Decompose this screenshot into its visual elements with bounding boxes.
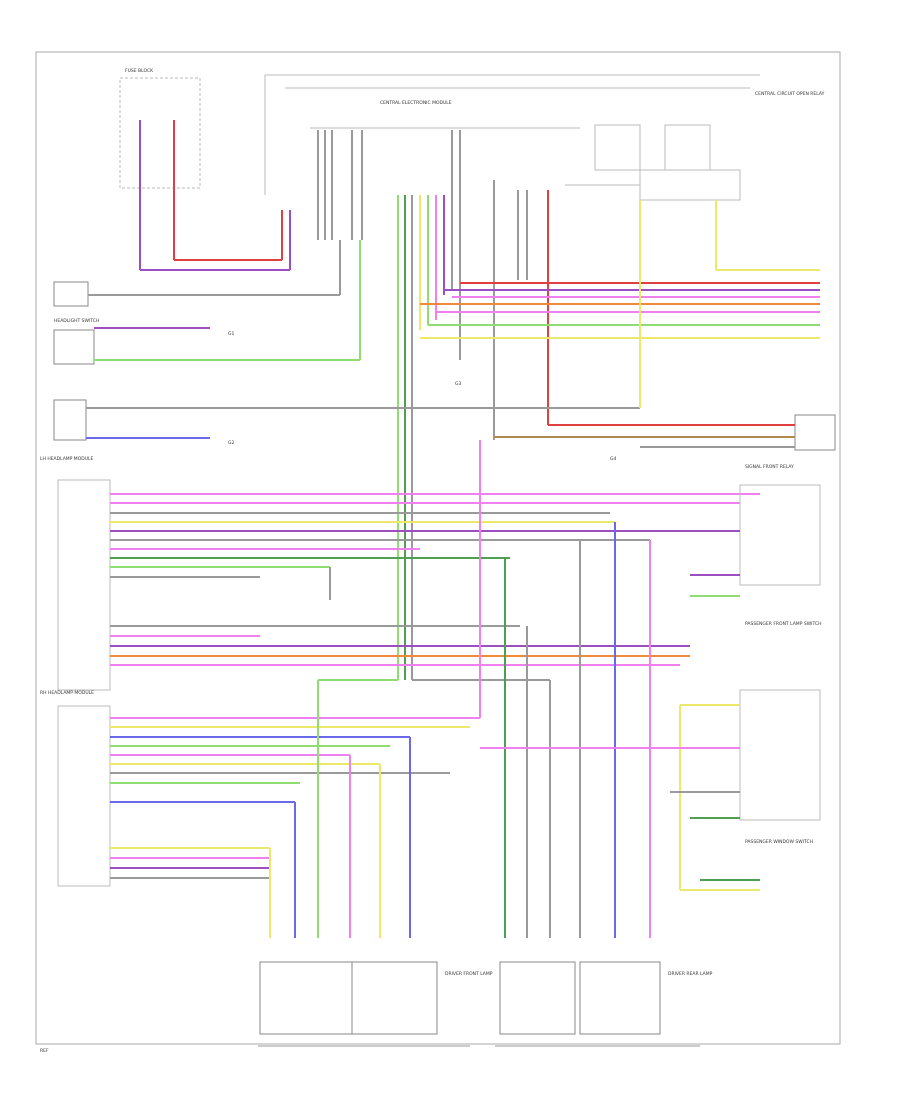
headlight-switch-label: HEADLIGHT SWITCH [54, 318, 99, 324]
switch-right-top-label: SIGNAL FRONT RELAY [745, 464, 794, 470]
module-lh-label: LH HEADLAMP MODULE [40, 456, 93, 462]
driver-lamp-l-label: DRIVER FRONT LAMP [445, 971, 493, 977]
fuse-block-label: FUSE BLOCK [125, 68, 154, 74]
module-drops [317, 130, 717, 680]
central-module: CENTRAL ELECTRONIC MODULE CENTRAL CIRCUI… [264, 74, 825, 201]
relay-top-label: CENTRAL CIRCUIT OPEN RELAY [755, 91, 825, 97]
diagram-frame [35, 51, 841, 1045]
ground-g2-label: G2 [228, 440, 234, 446]
central-module-label: CENTRAL ELECTRONIC MODULE [380, 100, 452, 106]
module-rh-label: RH HEADLAMP MODULE [40, 690, 94, 696]
bottom-lamps: DRIVER FRONT LAMP DRIVER REAR LAMP [258, 961, 713, 1047]
right-bus [420, 269, 820, 339]
signal-front-relay: SIGNAL FRONT RELAY G4 [494, 414, 836, 470]
reference-label: REF [40, 1048, 49, 1054]
lh-headlamp-module: LH HEADLAMP MODULE [40, 456, 760, 691]
left-top-components: HEADLIGHT SWITCH G1 G2 G3 [53, 240, 641, 446]
fuse-block: FUSE BLOCK [119, 68, 291, 271]
passenger-window-label: PASSENGER WINDOW SWITCH [745, 839, 813, 845]
ground-g3-label: G3 [455, 381, 461, 387]
rh-headlamp-module: RH HEADLAMP MODULE [40, 690, 480, 887]
right-switches: PASSENGER FRONT LAMP SWITCH PASSENGER WI… [480, 484, 821, 891]
ground-g4-label: G4 [610, 456, 616, 462]
driver-lamp-r-label: DRIVER REAR LAMP [668, 971, 713, 977]
bottom-runs [269, 440, 651, 938]
ground-g1-label: G1 [228, 331, 234, 337]
switch-passenger-label: PASSENGER FRONT LAMP SWITCH [745, 621, 821, 627]
